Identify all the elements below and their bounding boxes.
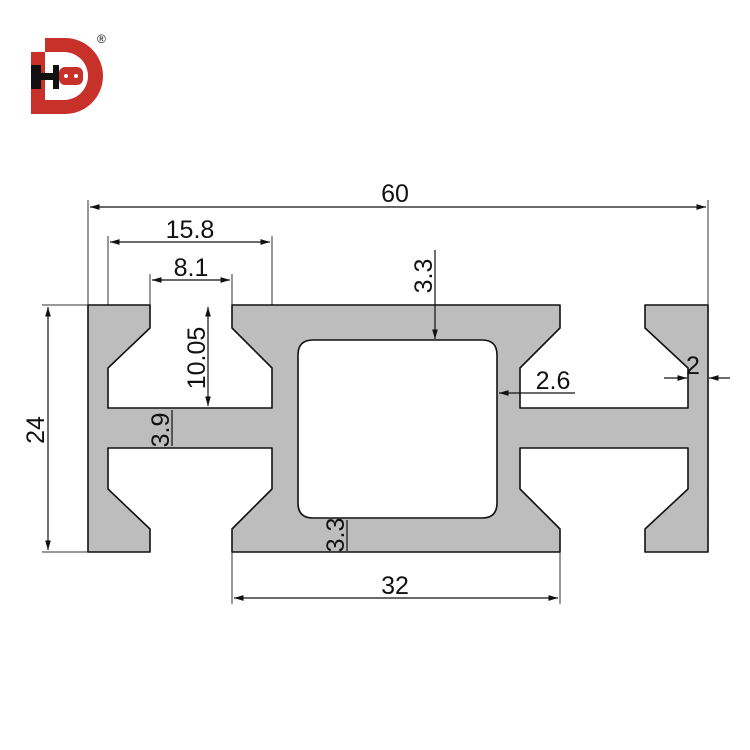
dim-top-wall: 3.3: [410, 259, 438, 294]
dim-end-wall: 2: [686, 352, 700, 380]
dim-center-width: 32: [381, 572, 409, 600]
dim-height: 24: [22, 416, 50, 444]
dim-side-wall: 2.6: [536, 367, 571, 395]
dim-slot-opening: 8.1: [174, 254, 209, 282]
dimension-lines: [45, 204, 730, 601]
brand-logo: ®: [31, 32, 106, 114]
dim-web-thickness: 3.9: [147, 413, 175, 448]
dim-bottom-wall: 3.3: [322, 518, 350, 553]
dim-slot-depth: 10.05: [183, 327, 211, 390]
dim-overall-width: 60: [381, 180, 409, 208]
dim-slot-inner-width: 15.8: [166, 216, 215, 244]
registered-mark: ®: [97, 32, 106, 46]
aluminum-profile-section: [87, 304, 709, 553]
